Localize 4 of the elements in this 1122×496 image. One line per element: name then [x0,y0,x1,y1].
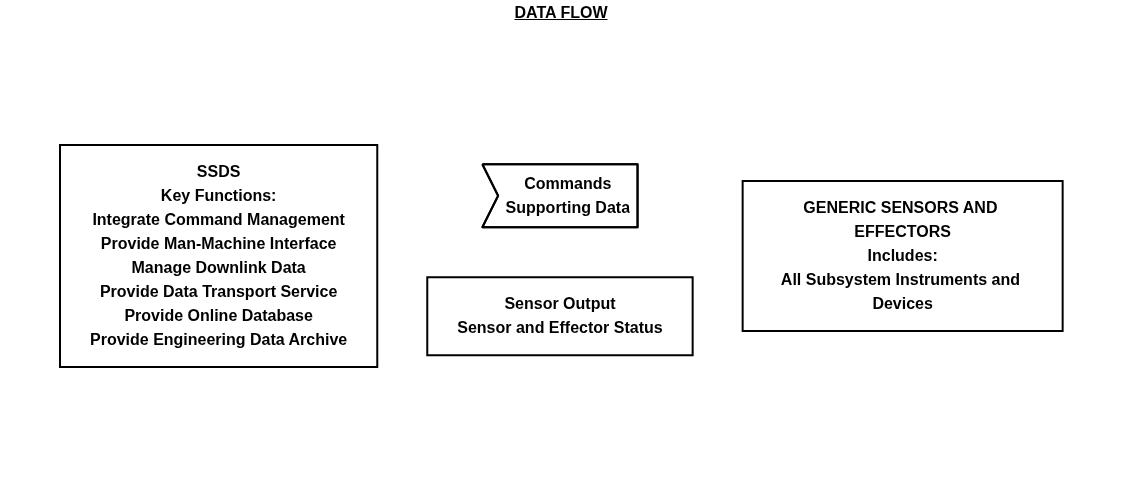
node-box: SSDS Key Functions: Integrate Command Management Provide Man-Machine Interface Manage Downlink Data Provide Data Transport Service Provide Online Database Provide Engineering Data Archive [58,144,378,368]
node-box: GENERIC SENSORS AND EFFECTORS Includes: All Subsystem Instruments and Devices [741,180,1064,332]
node-box: Sensor Output Sensor and Effector Status [425,276,694,357]
diagram-title: DATA FLOW [513,4,609,22]
